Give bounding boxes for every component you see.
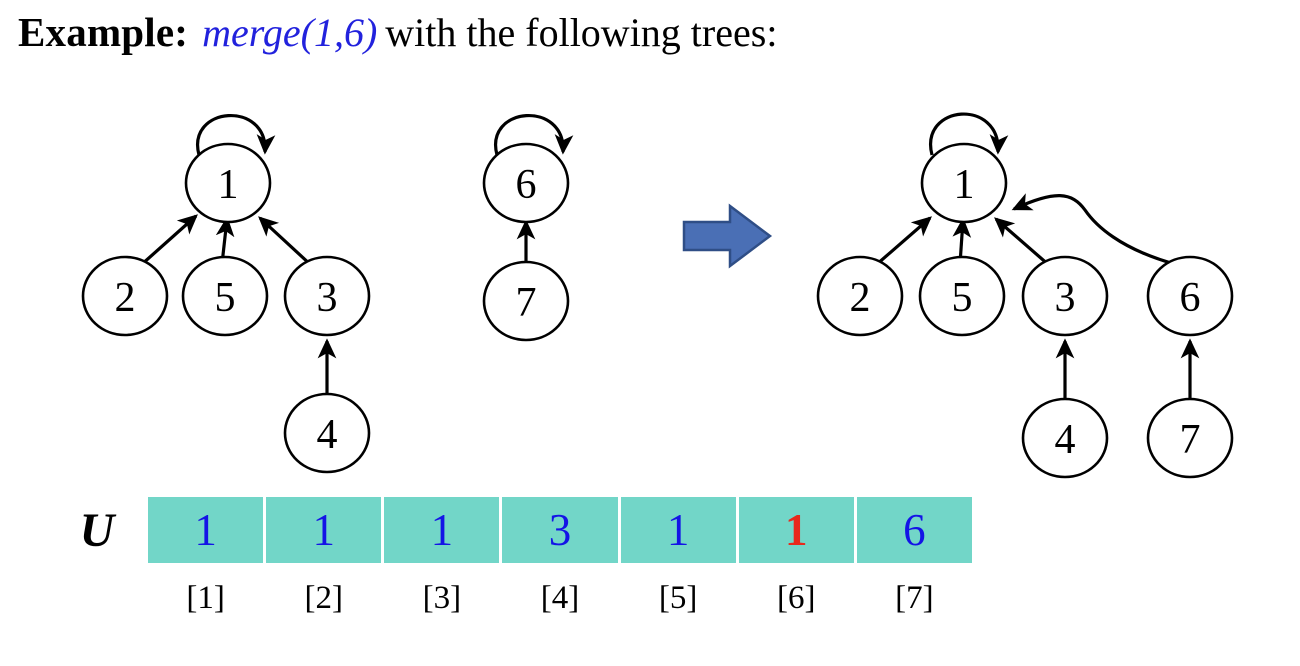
node-left-5-label: 5 — [215, 275, 236, 321]
page-title: Example: merge(1,6)with the following tre… — [18, 4, 1288, 60]
node-right-4-label: 4 — [1055, 417, 1076, 463]
node-right-6-label: 6 — [1180, 275, 1201, 321]
node-left-3-label: 3 — [317, 275, 338, 321]
node-left-1-label: 1 — [218, 162, 239, 208]
block-right-arrow-icon — [682, 203, 773, 269]
array-cells-row: 1 1 1 3 1 1 6 — [148, 497, 972, 563]
array-cell[interactable]: 1 — [384, 497, 500, 563]
node-left-2-label: 2 — [115, 275, 136, 321]
left-tree-root6: 6 7 — [482, 114, 574, 342]
node-left-4: 4 — [283, 392, 371, 474]
node-left-7: 7 — [482, 260, 570, 342]
node-right-7: 7 — [1146, 397, 1234, 479]
array-index-label: [2] — [304, 580, 343, 616]
array-cell[interactable]: 1 — [266, 497, 382, 563]
array-index-label: [7] — [895, 580, 934, 616]
node-left-7-label: 7 — [516, 280, 537, 326]
node-right-4: 4 — [1021, 397, 1109, 479]
right-tree-merged: 1 2 5 3 6 4 7 — [816, 112, 1234, 479]
array-index-label: [6] — [777, 580, 816, 616]
node-left-6: 6 — [482, 142, 570, 224]
array-index-label: [5] — [658, 580, 698, 616]
node-right-2: 2 — [816, 255, 904, 337]
node-right-5: 5 — [918, 255, 1006, 337]
node-right-7-label: 7 — [1180, 417, 1201, 463]
self-loop-left-node-6 — [494, 114, 574, 156]
array-index-row: [1] [2] [3] [4] [5] [6] [7] — [148, 575, 972, 621]
node-left-5: 5 — [181, 255, 269, 337]
title-operation: merge(1,6) — [202, 10, 378, 55]
array-cell[interactable]: 1 — [620, 497, 736, 563]
node-left-4-label: 4 — [317, 412, 338, 458]
node-left-6-label: 6 — [516, 162, 537, 208]
array-index-label: [4] — [540, 580, 580, 616]
title-lead: Example: — [18, 9, 189, 55]
node-right-2-label: 2 — [850, 275, 871, 321]
array-cell[interactable]: 3 — [502, 497, 618, 563]
array-cell[interactable]: 6 — [856, 497, 972, 563]
edge-right-3-to-1 — [994, 217, 1052, 268]
node-right-1-label: 1 — [954, 162, 975, 208]
self-loop-right-node-1 — [929, 112, 1009, 156]
array-index-label: [3] — [422, 580, 462, 616]
edge-left-2-to-1 — [139, 214, 198, 267]
node-left-1: 1 — [184, 142, 272, 224]
node-right-5-label: 5 — [952, 275, 973, 321]
self-loop-left-node-1 — [196, 114, 276, 156]
edge-left-3-to-1 — [258, 216, 314, 268]
left-tree-root1: 1 2 5 3 4 — [81, 114, 371, 474]
edge-right-2-to-1 — [874, 216, 932, 267]
title-tail: with the following trees: — [385, 10, 778, 55]
node-right-3: 3 — [1021, 255, 1109, 337]
node-right-3-label: 3 — [1055, 275, 1076, 321]
array-cell-highlighted[interactable]: 1 — [738, 497, 854, 563]
array-index-label: [1] — [186, 580, 225, 616]
array-cell[interactable]: 1 — [148, 497, 264, 563]
edge-right-6-to-1 — [1011, 193, 1172, 265]
node-right-1: 1 — [920, 142, 1008, 224]
node-left-3: 3 — [283, 255, 371, 337]
array-name-label: U — [79, 504, 115, 557]
node-left-2: 2 — [81, 255, 169, 337]
node-right-6: 6 — [1146, 255, 1234, 337]
